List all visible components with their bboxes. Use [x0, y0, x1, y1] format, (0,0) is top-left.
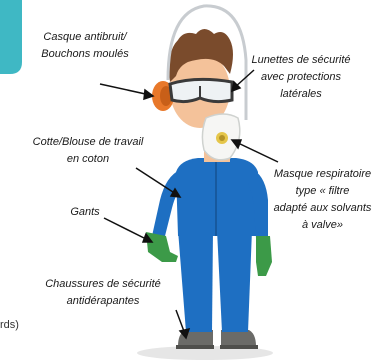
label-line: antidérapantes: [36, 293, 170, 310]
label-line: Lunettes de sécurité: [238, 52, 364, 69]
label-gloves: Gants: [60, 204, 110, 221]
label-work-coat: Cotte/Blouse de travail en coton: [20, 134, 156, 168]
suit-legs: [178, 230, 252, 332]
cut-off-edge-text: rds): [0, 319, 19, 331]
teal-tab-decoration: [0, 0, 22, 74]
label-line: adapté aux solvants: [262, 200, 383, 217]
arrow-mask: [236, 142, 278, 162]
label-line: Cotte/Blouse de travail: [20, 134, 156, 151]
label-safety-shoes: Chaussures de sécurité antidérapantes: [36, 276, 170, 310]
goggles: [170, 79, 232, 101]
arrow-gloves: [104, 218, 148, 240]
label-safety-goggles: Lunettes de sécurité avec protections la…: [238, 52, 364, 103]
label-line: type « filtre: [262, 183, 383, 200]
label-line: à valve»: [262, 217, 383, 234]
label-line: latérales: [238, 86, 364, 103]
label-line: Chaussures de sécurité: [36, 276, 170, 293]
mask-shape: [202, 114, 239, 160]
label-line: avec protections: [238, 69, 364, 86]
label-line: en coton: [20, 151, 156, 168]
label-line: Masque respiratoire: [262, 166, 383, 183]
label-line: Bouchons moulés: [25, 46, 145, 63]
arrow-hearing: [100, 84, 150, 95]
label-line: Gants: [60, 204, 110, 221]
label-respirator-mask: Masque respiratoire type « filtre adapté…: [262, 166, 383, 234]
label-hearing-protection: Casque antibruit/ Bouchons moulés: [25, 29, 145, 63]
label-line: Casque antibruit/: [25, 29, 145, 46]
